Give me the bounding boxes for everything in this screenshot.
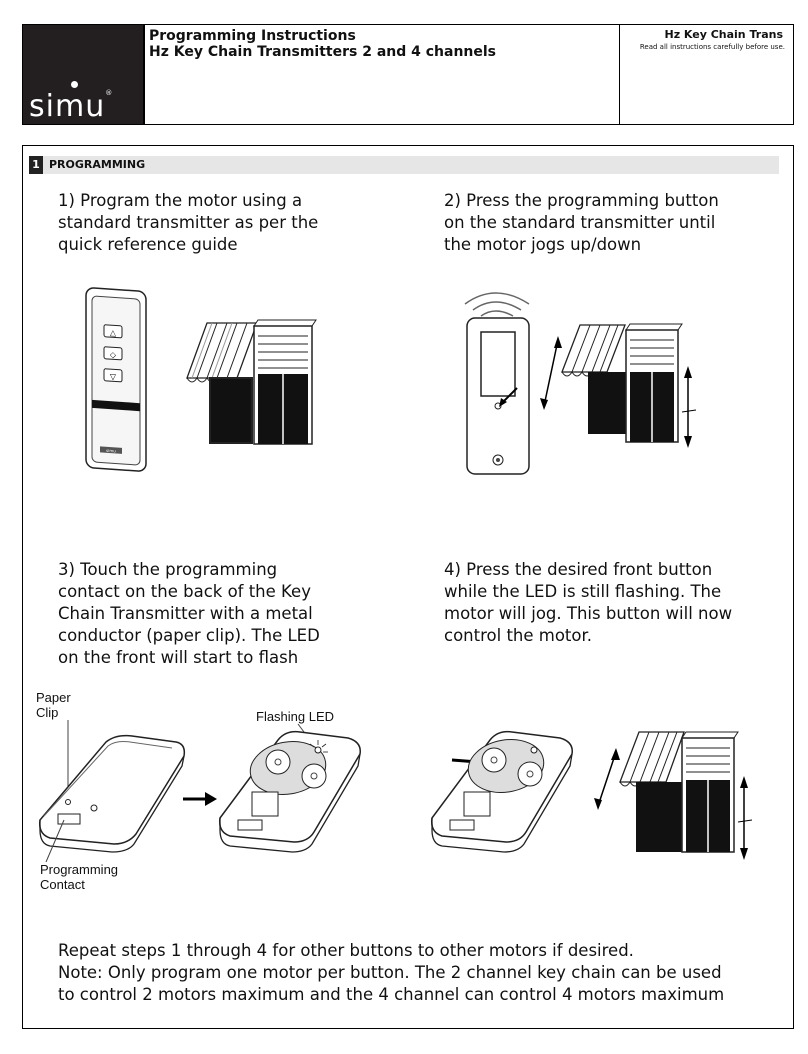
step-4-line: while the LED is still flashing. The [444, 582, 722, 601]
paper-clip-label-line: Paper [36, 690, 71, 705]
step-3-line: on the front will start to flash [58, 648, 299, 667]
programming-contact-label: Programming Contact [40, 862, 118, 892]
paper-clip-label-line: Clip [36, 705, 59, 720]
simu-logo: simu® [23, 25, 143, 124]
remote-brand-mark: simu [106, 448, 116, 454]
keychain-back-illustration [38, 720, 186, 863]
step-1-line: 1) Program the motor using a [58, 191, 303, 210]
programming-contact-label-line: Contact [40, 877, 85, 892]
standard-transmitter-illustration: △ ◇ ▽ simu [85, 287, 147, 472]
header-title-line2: Hz Key Chain Transmitters 2 and 4 channe… [149, 44, 497, 60]
header-title-line1: Programming Instructions [149, 28, 356, 44]
content-frame: 1 PROGRAMMING [22, 145, 794, 1029]
step-4-line: control the motor. [444, 626, 593, 645]
section-heading: 1 PROGRAMMING [29, 156, 779, 174]
step-2-line: 2) Press the programming button [444, 191, 719, 210]
document-header: simu® Programming Instructions Hz Key Ch… [22, 24, 794, 125]
header-title: Programming Instructions Hz Key Chain Tr… [149, 28, 496, 60]
step-3-text: 3) Touch the programming contact on the … [58, 559, 320, 669]
keychain-front-flashing-illustration [218, 723, 361, 853]
awning-shutter-illustration-3 [594, 731, 753, 860]
paper-clip-label: Paper Clip [36, 690, 71, 720]
step-4-line: motor will jog. This button will now [444, 604, 733, 623]
step-4-text: 4) Press the desired front button while … [444, 559, 732, 647]
header-right-subtitle: Read all instructions carefully before u… [639, 43, 785, 51]
header-divider-right [619, 25, 620, 124]
awning-shutter-illustration-2 [540, 323, 697, 448]
step-2-text: 2) Press the programming button on the s… [444, 190, 719, 256]
step-2-line: the motor jogs up/down [444, 235, 642, 254]
step-1-line: standard transmitter as per the [58, 213, 319, 232]
header-divider [143, 25, 145, 124]
closing-note: Repeat steps 1 through 4 for other butto… [58, 940, 724, 1006]
step-2-line: on the standard transmitter until [444, 213, 716, 232]
step-4-line: 4) Press the desired front button [444, 560, 713, 579]
step-3-line: 3) Touch the programming [58, 560, 278, 579]
flashing-led-label: Flashing LED [256, 709, 335, 724]
right-arrow-icon [183, 792, 217, 806]
awning-shutter-illustration-1 [186, 319, 317, 445]
logo-text: simu® [29, 89, 114, 124]
step-3-line: conductor (paper clip). The LED [58, 626, 320, 645]
step-3-line: Chain Transmitter with a metal [58, 604, 313, 623]
note-line: Repeat steps 1 through 4 for other butto… [58, 941, 634, 960]
registered-mark: ® [105, 89, 114, 97]
programming-contact-label-line: Programming [40, 862, 119, 877]
svg-text:▽: ▽ [110, 372, 117, 381]
step-1-text: 1) Program the motor using a standard tr… [58, 190, 318, 256]
svg-text:◇: ◇ [110, 350, 117, 359]
note-line: to control 2 motors maximum and the 4 ch… [58, 985, 725, 1004]
step-1-line: quick reference guide [58, 235, 238, 254]
note-line: Note: Only program one motor per button.… [58, 963, 722, 982]
logo-dot [71, 81, 78, 88]
step-3-line: contact on the back of the Key [58, 582, 311, 601]
section-title: PROGRAMMING [49, 158, 146, 171]
section-number: 1 [29, 156, 43, 174]
svg-text:△: △ [110, 328, 117, 337]
header-right-title: Hz Key Chain Trans [664, 28, 783, 41]
keychain-press-button-illustration [430, 730, 573, 853]
transmitter-programming-illustration [464, 292, 530, 475]
